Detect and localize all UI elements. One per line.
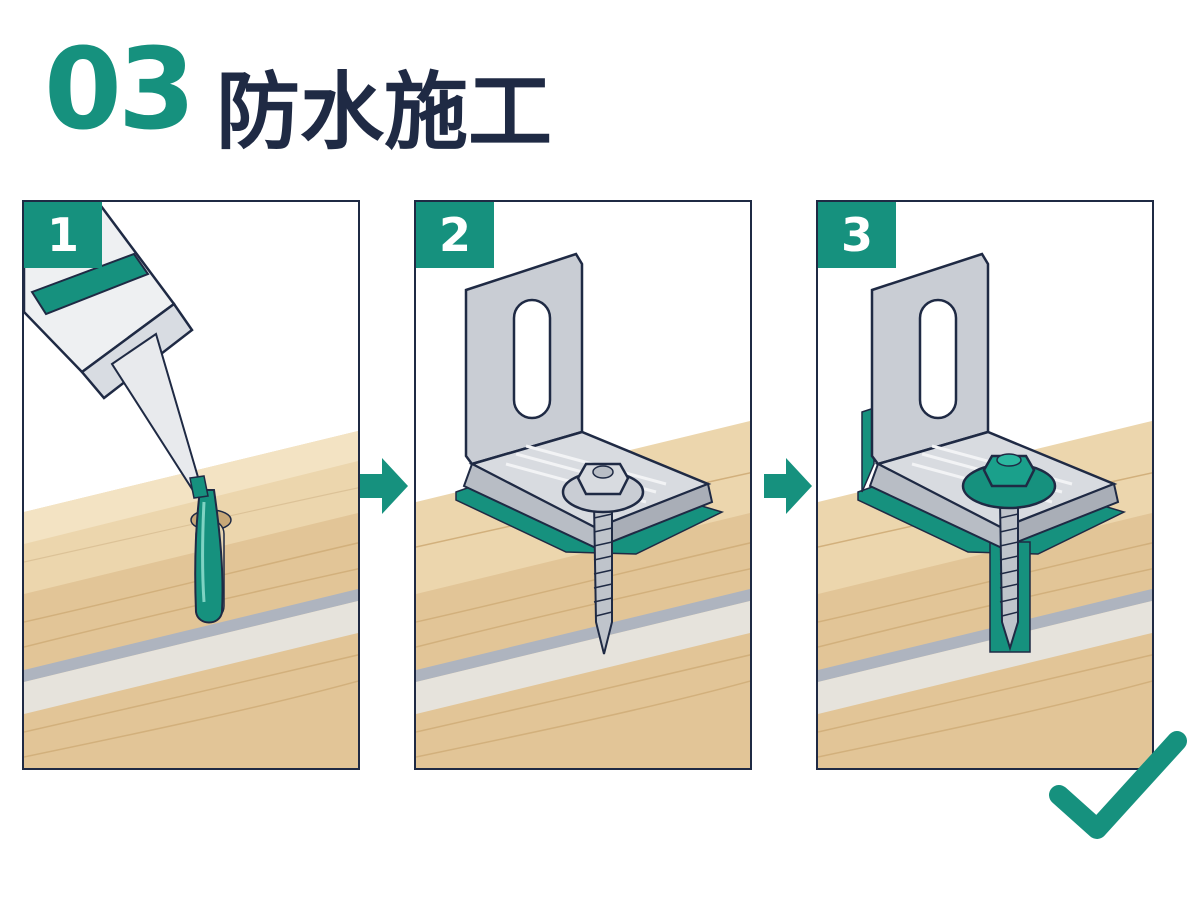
panel-3-illustration [818, 252, 1152, 768]
step-badge-1: 1 [24, 202, 102, 268]
next-arrow-icon [360, 458, 408, 514]
wood-beam-icon [24, 430, 358, 768]
metal-bracket-icon [462, 252, 714, 550]
panel-2-illustration [416, 252, 750, 768]
page-title: 防水施工 [216, 63, 553, 161]
checkmark-icon [1049, 731, 1187, 839]
step-badge-3: 3 [818, 202, 896, 268]
step-panel-2: 2 [414, 200, 752, 770]
hex-screw-icon [561, 462, 645, 655]
step-panel-1: 1 [22, 200, 360, 770]
step-number: 03 [44, 25, 196, 155]
step-panel-3: 3 [816, 200, 1154, 770]
panel-1-illustration [24, 202, 358, 768]
step-badge-2: 2 [416, 202, 494, 268]
sealed-screw-icon [961, 453, 1057, 652]
sealant-bead-icon [190, 489, 232, 624]
next-arrow-icon [764, 458, 812, 514]
